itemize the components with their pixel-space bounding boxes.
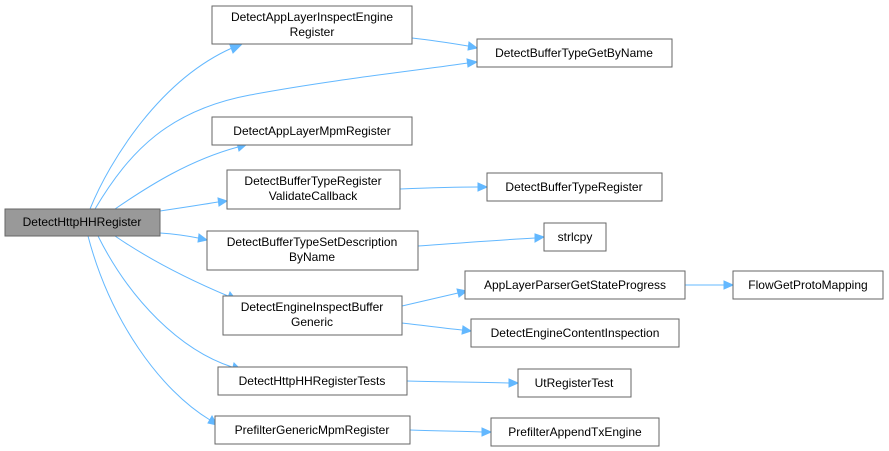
node-label: FlowGetProtoMapping <box>748 278 867 292</box>
arrow-head <box>466 58 479 68</box>
edge-detectengineinspectbuffergeneric-to-applayerparsergetstateprogress <box>401 292 459 307</box>
edge-detectbuffertypesetdescriptionbyname-to-strlcpy <box>417 237 536 247</box>
edge-root-to-detectapplayermpmregister <box>114 146 239 210</box>
edge-root-to-detecthttphhregistertests <box>97 235 233 368</box>
arrow-head <box>461 325 473 335</box>
node-label: DetectBufferTypeRegister <box>505 180 642 194</box>
node-label-line2: ByName <box>289 250 335 264</box>
node-label: AppLayerParserGetStateProgress <box>484 278 666 292</box>
node-flowgetprotomapping[interactable]: FlowGetProtoMapping <box>732 270 884 300</box>
nodes: DetectHttpHHRegister DetectAppLayerInspe… <box>4 5 884 447</box>
edge-prefiltergenericmpmregister-to-prefilterappendtxengine <box>409 429 483 433</box>
edge-root-to-detectengineinspectbuffergeneric <box>114 235 229 297</box>
edge-detectbuffertyperegistervalidatecallback-to-detectbuffertyperegister <box>399 186 479 190</box>
node-label-line1: DetectBufferTypeSetDescription <box>227 235 398 249</box>
node-label: DetectHttpHHRegister <box>23 215 142 229</box>
node-detectenginecontentinspection[interactable]: DetectEngineContentInspection <box>470 318 680 348</box>
node-label-line2: Generic <box>291 315 333 329</box>
node-utregistertest[interactable]: UtRegisterTest <box>517 368 632 398</box>
node-applayerparsergetstateprogress[interactable]: AppLayerParserGetStateProgress <box>464 270 686 300</box>
node-prefilterappendtxengine[interactable]: PrefilterAppendTxEngine <box>490 417 660 447</box>
node-strlcpy[interactable]: strlcpy <box>543 222 607 252</box>
node-label: DetectHttpHHRegisterTests <box>239 374 386 388</box>
arrow-head <box>481 427 493 437</box>
edge-detectapplayerinspectengineregister-to-detectbuffertypegetbyname <box>411 37 469 47</box>
node-label-line1: DetectEngineInspectBuffer <box>241 300 384 314</box>
edge-detectengineinspectbuffergeneric-to-detectenginecontentinspection <box>401 322 463 331</box>
node-detectbuffertyperegister[interactable]: DetectBufferTypeRegister <box>486 172 663 202</box>
node-label: UtRegisterTest <box>535 376 614 390</box>
arrow-head <box>723 280 735 290</box>
node-label: strlcpy <box>558 230 593 244</box>
node-detecthttphhregister: DetectHttpHHRegister <box>4 208 161 237</box>
edge-root-to-prefiltergenericmpmregister <box>87 235 211 421</box>
node-label: DetectEngineContentInspection <box>491 326 660 340</box>
node-label: DetectAppLayerMpmRegister <box>233 124 390 138</box>
node-label: PrefilterGenericMpmRegister <box>235 423 390 437</box>
arrow-head <box>197 233 209 243</box>
edge-root-to-detectbuffertypesetdescriptionbyname <box>159 232 199 239</box>
node-detectapplayermpmregister[interactable]: DetectAppLayerMpmRegister <box>211 116 413 146</box>
node-detectapplayerinspectengineregister[interactable]: DetectAppLayerInspectEngine Register <box>211 5 413 45</box>
node-detectengineinspectbuffergeneric[interactable]: DetectEngineInspectBuffer Generic <box>222 295 403 336</box>
arrow-head <box>467 41 479 51</box>
node-label-line2: ValidateCallback <box>269 189 358 203</box>
arrow-head <box>534 233 546 243</box>
node-label: PrefilterAppendTxEngine <box>508 425 642 439</box>
arrow-head <box>508 378 520 388</box>
arrow-head <box>217 197 229 207</box>
node-detecthttphhregistertests[interactable]: DetectHttpHHRegisterTests <box>217 366 408 396</box>
node-detectbuffertyperegistervalidatecallback[interactable]: DetectBufferTypeRegister ValidateCallbac… <box>226 169 401 210</box>
node-label: DetectBufferTypeGetByName <box>495 46 653 60</box>
arrow-head <box>229 44 243 54</box>
edge-root-to-detectbuffertyperegistervalidatecallback <box>159 201 219 212</box>
edge-root-to-detectapplayerinspectengineregister <box>89 47 233 210</box>
edge-detecthttphhregistertests-to-utregistertest <box>406 380 510 384</box>
edge-root-to-detectbuffertypegetbyname <box>94 62 469 210</box>
node-detectbuffertypesetdescriptionbyname[interactable]: DetectBufferTypeSetDescription ByName <box>206 230 419 271</box>
node-label-line2: Register <box>290 25 335 39</box>
node-label-line1: DetectAppLayerInspectEngine <box>231 10 393 24</box>
arrow-head <box>477 182 489 192</box>
node-detectbuffertypegetbyname[interactable]: DetectBufferTypeGetByName <box>476 38 673 68</box>
node-prefiltergenericmpmregister[interactable]: PrefilterGenericMpmRegister <box>214 415 411 445</box>
node-label-line1: DetectBufferTypeRegister <box>244 174 381 188</box>
